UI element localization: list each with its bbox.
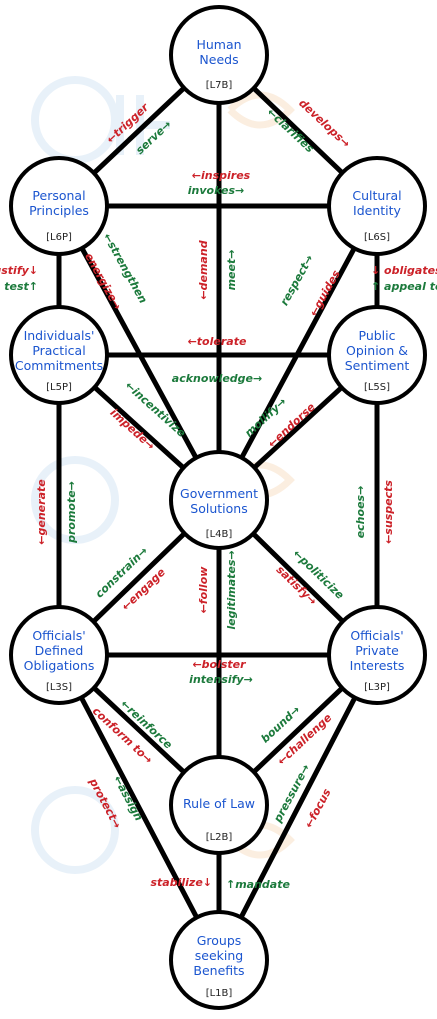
node-personal-principles-code: [L6P]	[46, 232, 72, 243]
node-public-opinion: Public Opinion & Sentiment [L5S]	[327, 305, 427, 405]
node-government-solutions-line-1: Government	[180, 486, 258, 501]
node-groups-line-2: seeking	[195, 948, 243, 963]
node-private-interests: Officials' Private Interests [L3P]	[327, 605, 427, 705]
node-government-solutions: Government Solutions [L4B]	[169, 450, 269, 550]
node-groups-line-1: Groups	[197, 933, 242, 948]
node-practical-commitments-code: [L5P]	[46, 382, 72, 393]
node-rule-of-law-code: [L2B]	[206, 832, 233, 843]
label-promote: promote→	[65, 481, 78, 544]
node-personal-principles-line-1: Personal	[32, 188, 85, 203]
label-inspires: ←inspires	[192, 169, 251, 182]
node-private-interests-line-2: Private	[355, 643, 399, 658]
label-impede: impede→	[108, 406, 158, 453]
node-government-solutions-line-2: Solutions	[190, 501, 247, 516]
label-invokes: invokes→	[188, 184, 244, 197]
label-intensify: intensify→	[189, 673, 253, 686]
node-human-needs-line-1: Human	[196, 37, 241, 52]
node-groups-seeking-benefits: Groups seeking Benefits [L1B]	[169, 910, 269, 1010]
label-acknowledge: acknowledge→	[172, 372, 262, 385]
nodes: Human Needs [L7B] Personal Principles [L…	[9, 5, 427, 1010]
node-defined-obligations-code: [L3S]	[46, 682, 72, 693]
node-public-opinion-line-3: Sentiment	[345, 358, 410, 373]
node-defined-obligations: Officials' Defined Obligations [L3S]	[9, 605, 109, 705]
label-stabilize: stabilize↓	[151, 876, 213, 889]
label-suspects: ←suspects	[382, 480, 395, 544]
node-public-opinion-line-1: Public	[359, 328, 396, 343]
node-practical-commitments-line-2: Practical	[32, 343, 85, 358]
node-government-solutions-code: [L4B]	[206, 529, 233, 540]
label-test: test↑	[4, 280, 38, 293]
label-legitimates: legitimates→	[225, 550, 238, 629]
node-rule-of-law-line-1: Rule of Law	[183, 796, 255, 811]
node-personal-principles-line-2: Principles	[29, 203, 89, 218]
label-demand: ←demand	[197, 240, 210, 299]
label-follow: ←follow	[197, 566, 210, 614]
node-practical-commitments-line-3: Commitments	[15, 358, 103, 373]
edge-l3p-l1b	[216, 652, 380, 963]
label-meet: meet→	[225, 250, 238, 291]
node-cultural-identity-code: [L6S]	[364, 232, 390, 243]
node-human-needs: Human Needs [L7B]	[169, 5, 269, 105]
label-justify: justify↓	[0, 264, 38, 277]
node-groups-line-3: Benefits	[193, 963, 244, 978]
node-private-interests-code: [L3P]	[364, 682, 390, 693]
node-practical-commitments-line-1: Individuals'	[24, 328, 95, 343]
node-public-opinion-line-2: Opinion &	[346, 343, 408, 358]
label-echoes: echoes→	[354, 486, 367, 539]
node-cultural-identity-line-2: Identity	[353, 203, 402, 218]
node-human-needs-line-2: Needs	[199, 52, 238, 67]
node-defined-obligations-line-2: Defined	[35, 643, 84, 658]
node-human-needs-code: [L7B]	[206, 80, 233, 91]
label-appeal-to: ↑ appeal to	[371, 280, 437, 293]
label-guides: ←guides	[307, 268, 343, 319]
label-obligates: ↓ obligates	[371, 264, 437, 277]
node-groups-code: [L1B]	[206, 988, 233, 999]
node-practical-commitments: Individuals' Practical Commitments [L5P]	[9, 305, 109, 405]
node-public-opinion-code: [L5S]	[364, 382, 390, 393]
edge-l3s-l1b	[56, 652, 222, 963]
label-generate: ←generate	[35, 479, 48, 545]
label-respect: respect→	[278, 253, 316, 308]
label-bolster: ←bolster	[192, 658, 246, 671]
label-mandate: ↑mandate	[226, 878, 290, 891]
node-defined-obligations-line-3: Obligations	[24, 658, 95, 673]
node-private-interests-line-1: Officials'	[350, 628, 403, 643]
node-defined-obligations-line-1: Officials'	[32, 628, 85, 643]
node-personal-principles: Personal Principles [L6P]	[9, 156, 109, 256]
node-private-interests-line-3: Interests	[350, 658, 405, 673]
node-rule-of-law: Rule of Law [L2B]	[169, 755, 269, 855]
label-tolerate: ←tolerate	[188, 335, 247, 348]
node-cultural-identity-line-1: Cultural	[352, 188, 401, 203]
node-cultural-identity: Cultural Identity [L6S]	[327, 156, 427, 256]
